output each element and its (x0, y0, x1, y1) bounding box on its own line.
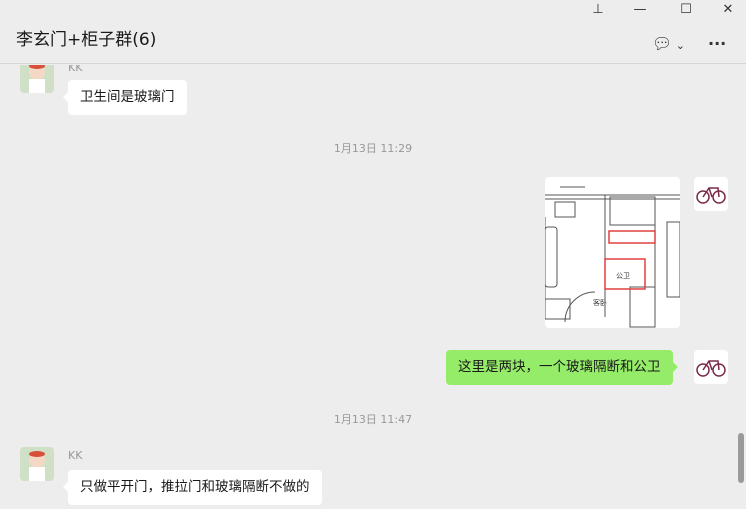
room-label: 公卫 (616, 272, 630, 280)
scrollbar[interactable] (738, 433, 744, 483)
message-bubble[interactable]: 这里是两块，一个玻璃隔断和公卫 (446, 350, 677, 385)
chat-bubble-icon[interactable]: 💬︎ ⌄ (652, 34, 686, 53)
chat-header: 李玄门+柜子群(6) ⊥ — ☐ ✕ 💬︎ ⌄ ··· (0, 0, 746, 64)
room-label: 客卧 (593, 298, 607, 307)
close-icon[interactable]: ✕ (722, 2, 734, 17)
timestamp: 1月13日 11:29 (333, 142, 413, 155)
avatar[interactable] (20, 65, 54, 93)
chevron-down-icon[interactable]: ⌄ (672, 39, 686, 52)
avatar[interactable] (694, 177, 728, 211)
sender-name: KK (68, 449, 83, 462)
maximize-icon[interactable]: ☐ (680, 2, 692, 17)
message-bubble[interactable]: 卫生间是玻璃门 (63, 80, 187, 115)
message-list[interactable]: KK 卫生间是玻璃门 1月13日 11:29 公卫 客卧 这里是两块，一个玻璃隔… (0, 65, 746, 509)
sender-name: KK (68, 65, 83, 74)
floor-plan-image[interactable]: 公卫 客卧 (545, 177, 680, 328)
minimize-icon[interactable]: — (633, 2, 647, 17)
message-bubble[interactable]: 只做平开门，推拉门和玻璃隔断不做的 (63, 470, 322, 505)
avatar[interactable] (20, 447, 54, 481)
chat-title: 李玄门+柜子群(6) (16, 30, 157, 50)
avatar[interactable] (694, 350, 728, 384)
pin-icon[interactable]: ⊥ (592, 2, 604, 17)
timestamp: 1月13日 11:47 (333, 413, 413, 426)
more-icon[interactable]: ··· (708, 34, 727, 53)
